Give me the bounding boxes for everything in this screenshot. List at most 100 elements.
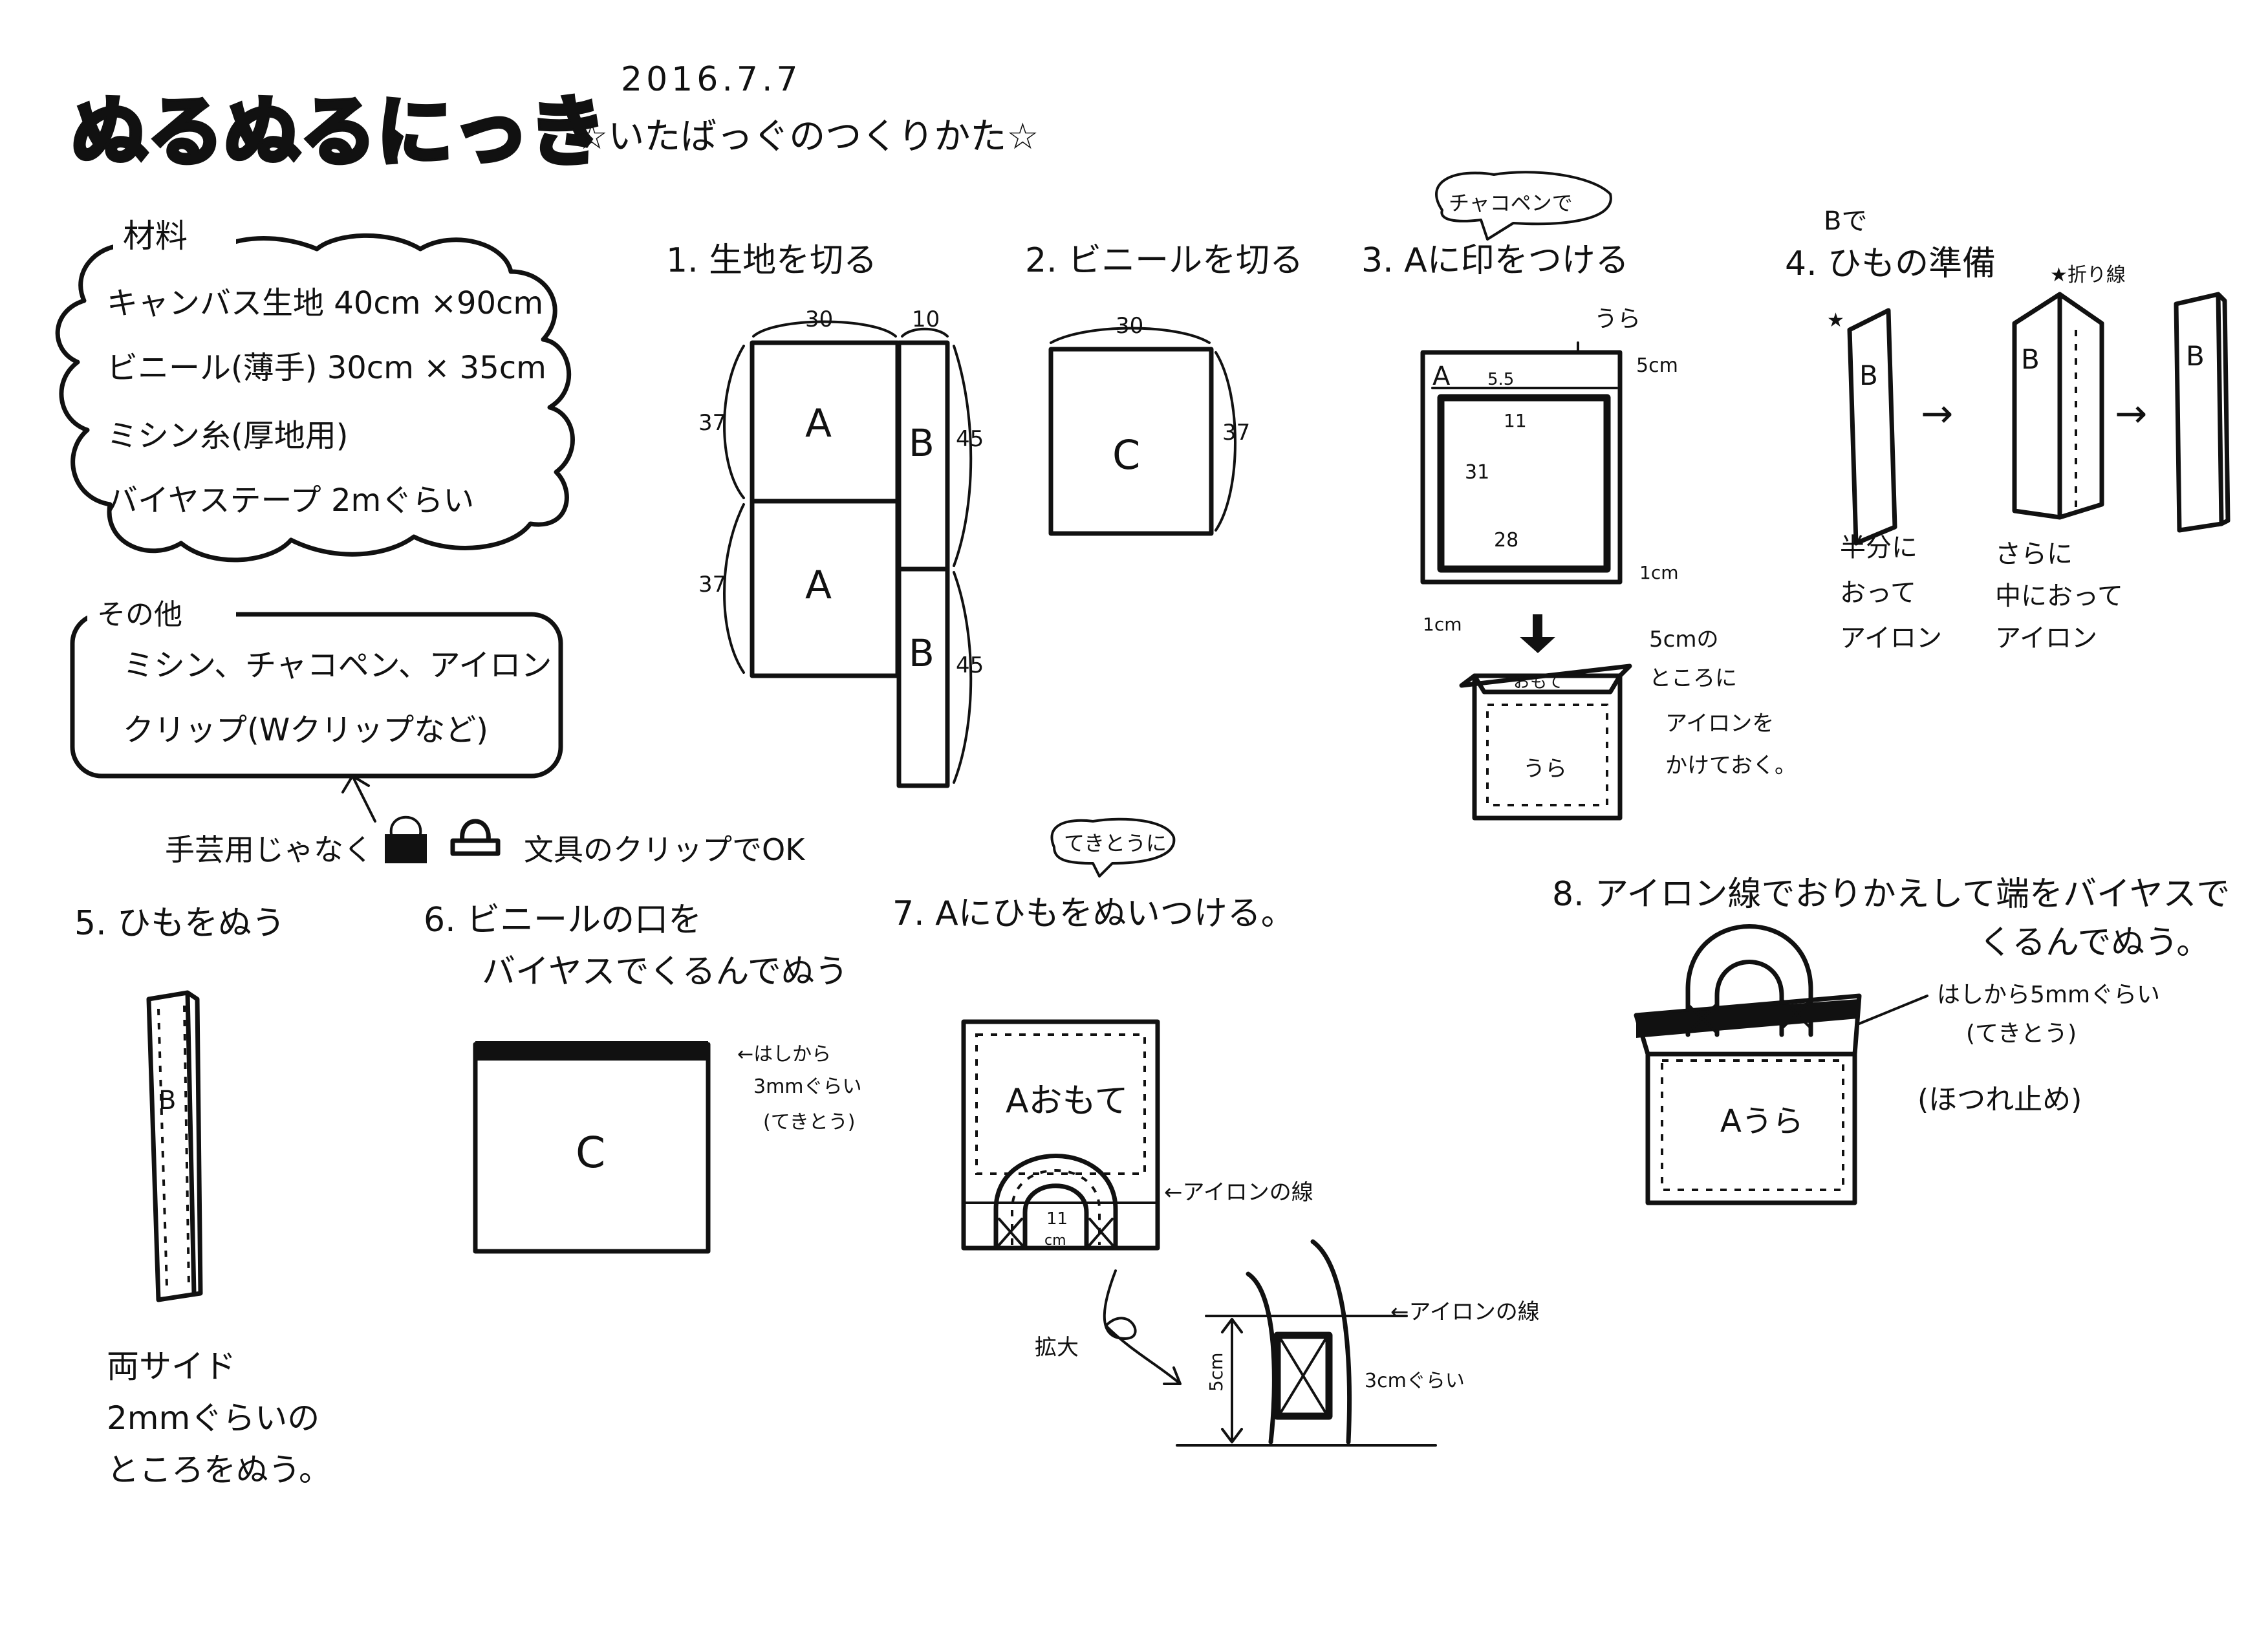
arrow-1: → (1921, 391, 1953, 436)
dim-arc-10 (901, 327, 949, 338)
subtitle-text: ☆いたばっぐのつくりかた☆ (576, 116, 1039, 158)
zoom-strap-left (1246, 1271, 1277, 1445)
strap-arch-inner (1022, 1183, 1089, 1251)
ura-label: うら (1594, 306, 1641, 332)
fold-line-label: ★折り線 (2050, 264, 2126, 286)
fabric-a-marked (1420, 350, 1623, 585)
step-6: 6. ビニールの口を バイヤスでくるんでぬう C ←はしから 3mmぐらい (て… (424, 901, 862, 1254)
dim-5cm: 5cm (1205, 1353, 1227, 1392)
step-4: Bで 4. ひもの準備 ★ B → ★折り線 B → B 半分に おって アイロ… (1785, 206, 2230, 653)
bias-tape-band (475, 1041, 708, 1061)
other-box-outline (70, 612, 563, 779)
materials-box: 材料 キャンバス生地 40cm ×90cm ビニール(薄手) 30cm × 35… (55, 213, 575, 563)
dim-arc-37 (1215, 351, 1237, 532)
dim-3cm: 3cmぐらい (1365, 1370, 1465, 1392)
fabric-a-bottom-label: A (805, 563, 832, 608)
vinyl-c-label: C (1112, 431, 1140, 479)
zoom-strap-right (1310, 1239, 1352, 1445)
iron-line-label-2: ←アイロンの線 (1390, 1299, 1540, 1325)
step-8-title-1: 8. アイロン線でおりかえして端をバイヤスで (1552, 875, 2230, 914)
caption-1-line-1: 半分に (1840, 533, 1917, 563)
step-2: 2. ビニールを切る C 30 37 (1025, 241, 1303, 536)
materials-heading: 材料 (123, 217, 188, 255)
step-3: チャコペンで 3. Aに印をつける A うら 5cm 5.5 11 31 28 … (1361, 171, 1797, 821)
dim-31: 31 (1465, 461, 1489, 484)
dim-arc-45a (953, 345, 973, 567)
other-note-after: 文具のクリップでOK (524, 832, 806, 867)
other-note: 手芸用じゃなく (165, 832, 373, 867)
vinyl-c-bound-label: C (576, 1128, 605, 1178)
dim-5cm-arrow (1221, 1318, 1243, 1443)
zoom-x-box (1273, 1331, 1333, 1420)
arrow-2: → (2115, 391, 2147, 436)
zoom-x-stitch (1279, 1337, 1327, 1414)
materials-heading-bg (113, 213, 236, 259)
stitch-line-right (183, 1005, 190, 1288)
materials-cloud-outline (55, 233, 575, 563)
dim-30: 30 (805, 307, 833, 332)
dim-37: 37 (1222, 420, 1250, 446)
chalk-bubble-text: チャコペンで (1449, 191, 1573, 215)
step-3-title: 3. Aに印をつける (1361, 241, 1629, 280)
strip-b-1-label: B (1859, 360, 1878, 391)
bag-handle-inner (1714, 960, 1784, 1037)
step-6-note-1: ←はしから (737, 1043, 831, 1066)
other-heading: その他 (97, 598, 182, 631)
fabric-b-strip (896, 340, 950, 788)
bag-handle-outer (1685, 924, 1813, 1037)
step-5-note-2: 2mmぐらいの (107, 1399, 319, 1437)
fabric-a-letter: A (1432, 361, 1451, 391)
strip-b-2 (2012, 292, 2104, 520)
star-mark-1: ★ (1827, 309, 1844, 332)
strap-stitch (1011, 1169, 1101, 1245)
step-6-note-2: 3mmぐらい (753, 1075, 862, 1098)
iron-line-label: ←アイロンの線 (1164, 1180, 1313, 1205)
dim-arc-30 (1050, 327, 1211, 344)
dim-arc-37a (723, 345, 745, 499)
chalk-bubble (1435, 171, 1612, 241)
dim-28: 28 (1494, 529, 1518, 552)
fold-flap (1459, 663, 1632, 688)
step-1: 1. 生地を切る A A B B 30 10 37 37 45 45 (666, 241, 984, 788)
zoom-arrow (1103, 1269, 1182, 1385)
step-5-title: 5. ひもをぬう (74, 904, 285, 943)
dim-10: 10 (912, 307, 940, 332)
step-8-note-2: (てきとう) (1966, 1020, 2077, 1047)
dim-11: 11 (1504, 410, 1527, 431)
strip-b-2-label: B (2021, 343, 2040, 375)
step-5-note-3: ところをぬう。 (107, 1451, 331, 1489)
strip-b-sewn-label: B (158, 1086, 176, 1116)
dim-5cm: 5cm (1636, 354, 1678, 377)
note-line-2: ところに (1649, 665, 1737, 691)
dim-37b: 37 (698, 572, 726, 598)
step-7: てきとうに 7. Aにひもをぬいつける。 Aおもて 11 cm ←アイロンの線 … (892, 817, 1540, 1447)
caption-2-line-2: 中におって (1995, 581, 2123, 611)
dim-45a: 45 (956, 426, 984, 452)
zoom-label: 拡大 (1035, 1335, 1079, 1361)
step-5-note-1: 両サイド (107, 1348, 236, 1385)
stitch-line-left (157, 1008, 168, 1288)
caption-2-line-3: アイロン (1995, 623, 2097, 653)
dim-1cm-right: 1cm (1639, 562, 1678, 583)
fold-stitch-box (1486, 704, 1608, 806)
other-note-arrow (341, 775, 376, 823)
dim-37a: 37 (698, 410, 726, 436)
caption-1-line-2: おって (1840, 578, 1916, 608)
step-8-note-3: (ほつれ止め) (1917, 1083, 2082, 1116)
step-4-title: 4. ひもの準備 (1785, 244, 1996, 283)
other-heading-bg (87, 592, 236, 637)
step-5: 5. ひもをぬう B 両サイド 2mmぐらいの ところをぬう。 (74, 904, 331, 1489)
dim-arc-37b (723, 503, 745, 674)
step-2-title: 2. ビニールを切る (1025, 241, 1303, 280)
caption-2-line-1: さらに (1995, 539, 2073, 569)
omote-label: おもて (1513, 673, 1563, 692)
strip-b-1 (1847, 308, 1897, 546)
strap-x-stitch (998, 1218, 1114, 1246)
dim-cm: cm (1044, 1233, 1066, 1249)
binder-clip-icon (385, 815, 427, 863)
step-7-title: 7. Aにひもをぬいつける。 (892, 894, 1295, 933)
step-8-title-2: くるんでぬう。 (1979, 923, 2210, 962)
mark-inner-outline (1437, 394, 1611, 573)
materials-item-3: ミシン糸(厚地用) (107, 418, 348, 454)
